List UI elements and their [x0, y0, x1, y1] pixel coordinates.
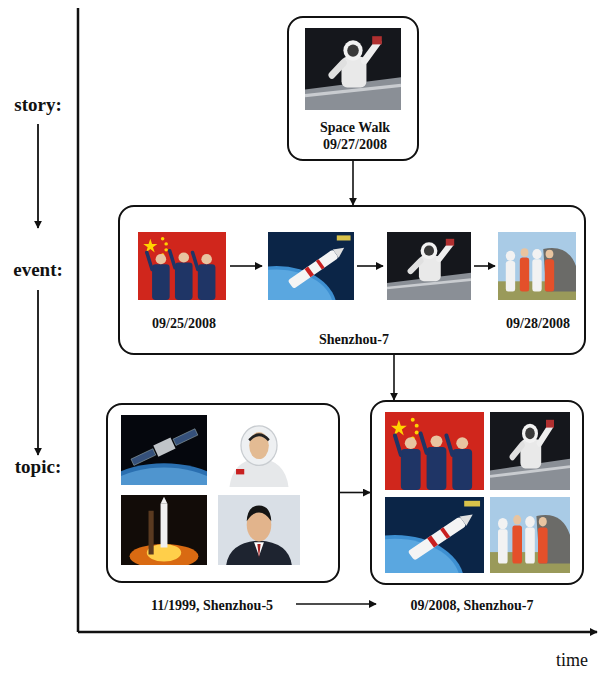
node-text: 09/25/2008	[152, 316, 216, 332]
level-arrow	[37, 124, 39, 228]
topic-box: 11/1999, Shenzhou-5	[106, 403, 340, 583]
photo	[121, 495, 207, 569]
node-text: 11/1999, Shenzhou-5	[151, 598, 273, 614]
level-label: event:	[13, 259, 63, 281]
photo	[490, 412, 570, 490]
flow-arrow	[393, 355, 395, 400]
node-text: Space Walk	[320, 120, 390, 136]
timeline-arrow	[296, 603, 376, 605]
photo	[385, 412, 484, 490]
axis-label: time	[556, 650, 588, 671]
photo	[138, 232, 226, 300]
flow-arrow	[352, 161, 354, 205]
photo	[490, 497, 570, 573]
photo	[498, 232, 576, 300]
node-text: 09/2008, Shenzhou-7	[411, 598, 534, 614]
time-axis	[78, 631, 597, 634]
flow-arrow	[340, 492, 370, 494]
sequence-arrow	[230, 265, 262, 267]
sequence-arrow	[357, 265, 383, 267]
photo	[305, 28, 401, 110]
story-box: Space Walk09/27/2008	[287, 16, 419, 161]
photo	[387, 232, 471, 300]
sequence-arrow	[474, 265, 495, 267]
node-text: Shenzhou-7	[319, 332, 389, 348]
node-text: 09/27/2008	[323, 137, 387, 153]
node-text: 09/28/2008	[506, 316, 570, 332]
topic-box: 09/2008, Shenzhou-7	[370, 400, 584, 585]
level-label: story:	[14, 94, 61, 116]
photo	[218, 495, 300, 565]
photo	[218, 415, 300, 487]
event-box: 09/25/2008Shenzhou-7 09/28/2008	[118, 205, 586, 355]
level-label: topic:	[15, 456, 61, 478]
y-axis	[77, 8, 80, 632]
level-arrow	[37, 290, 39, 455]
